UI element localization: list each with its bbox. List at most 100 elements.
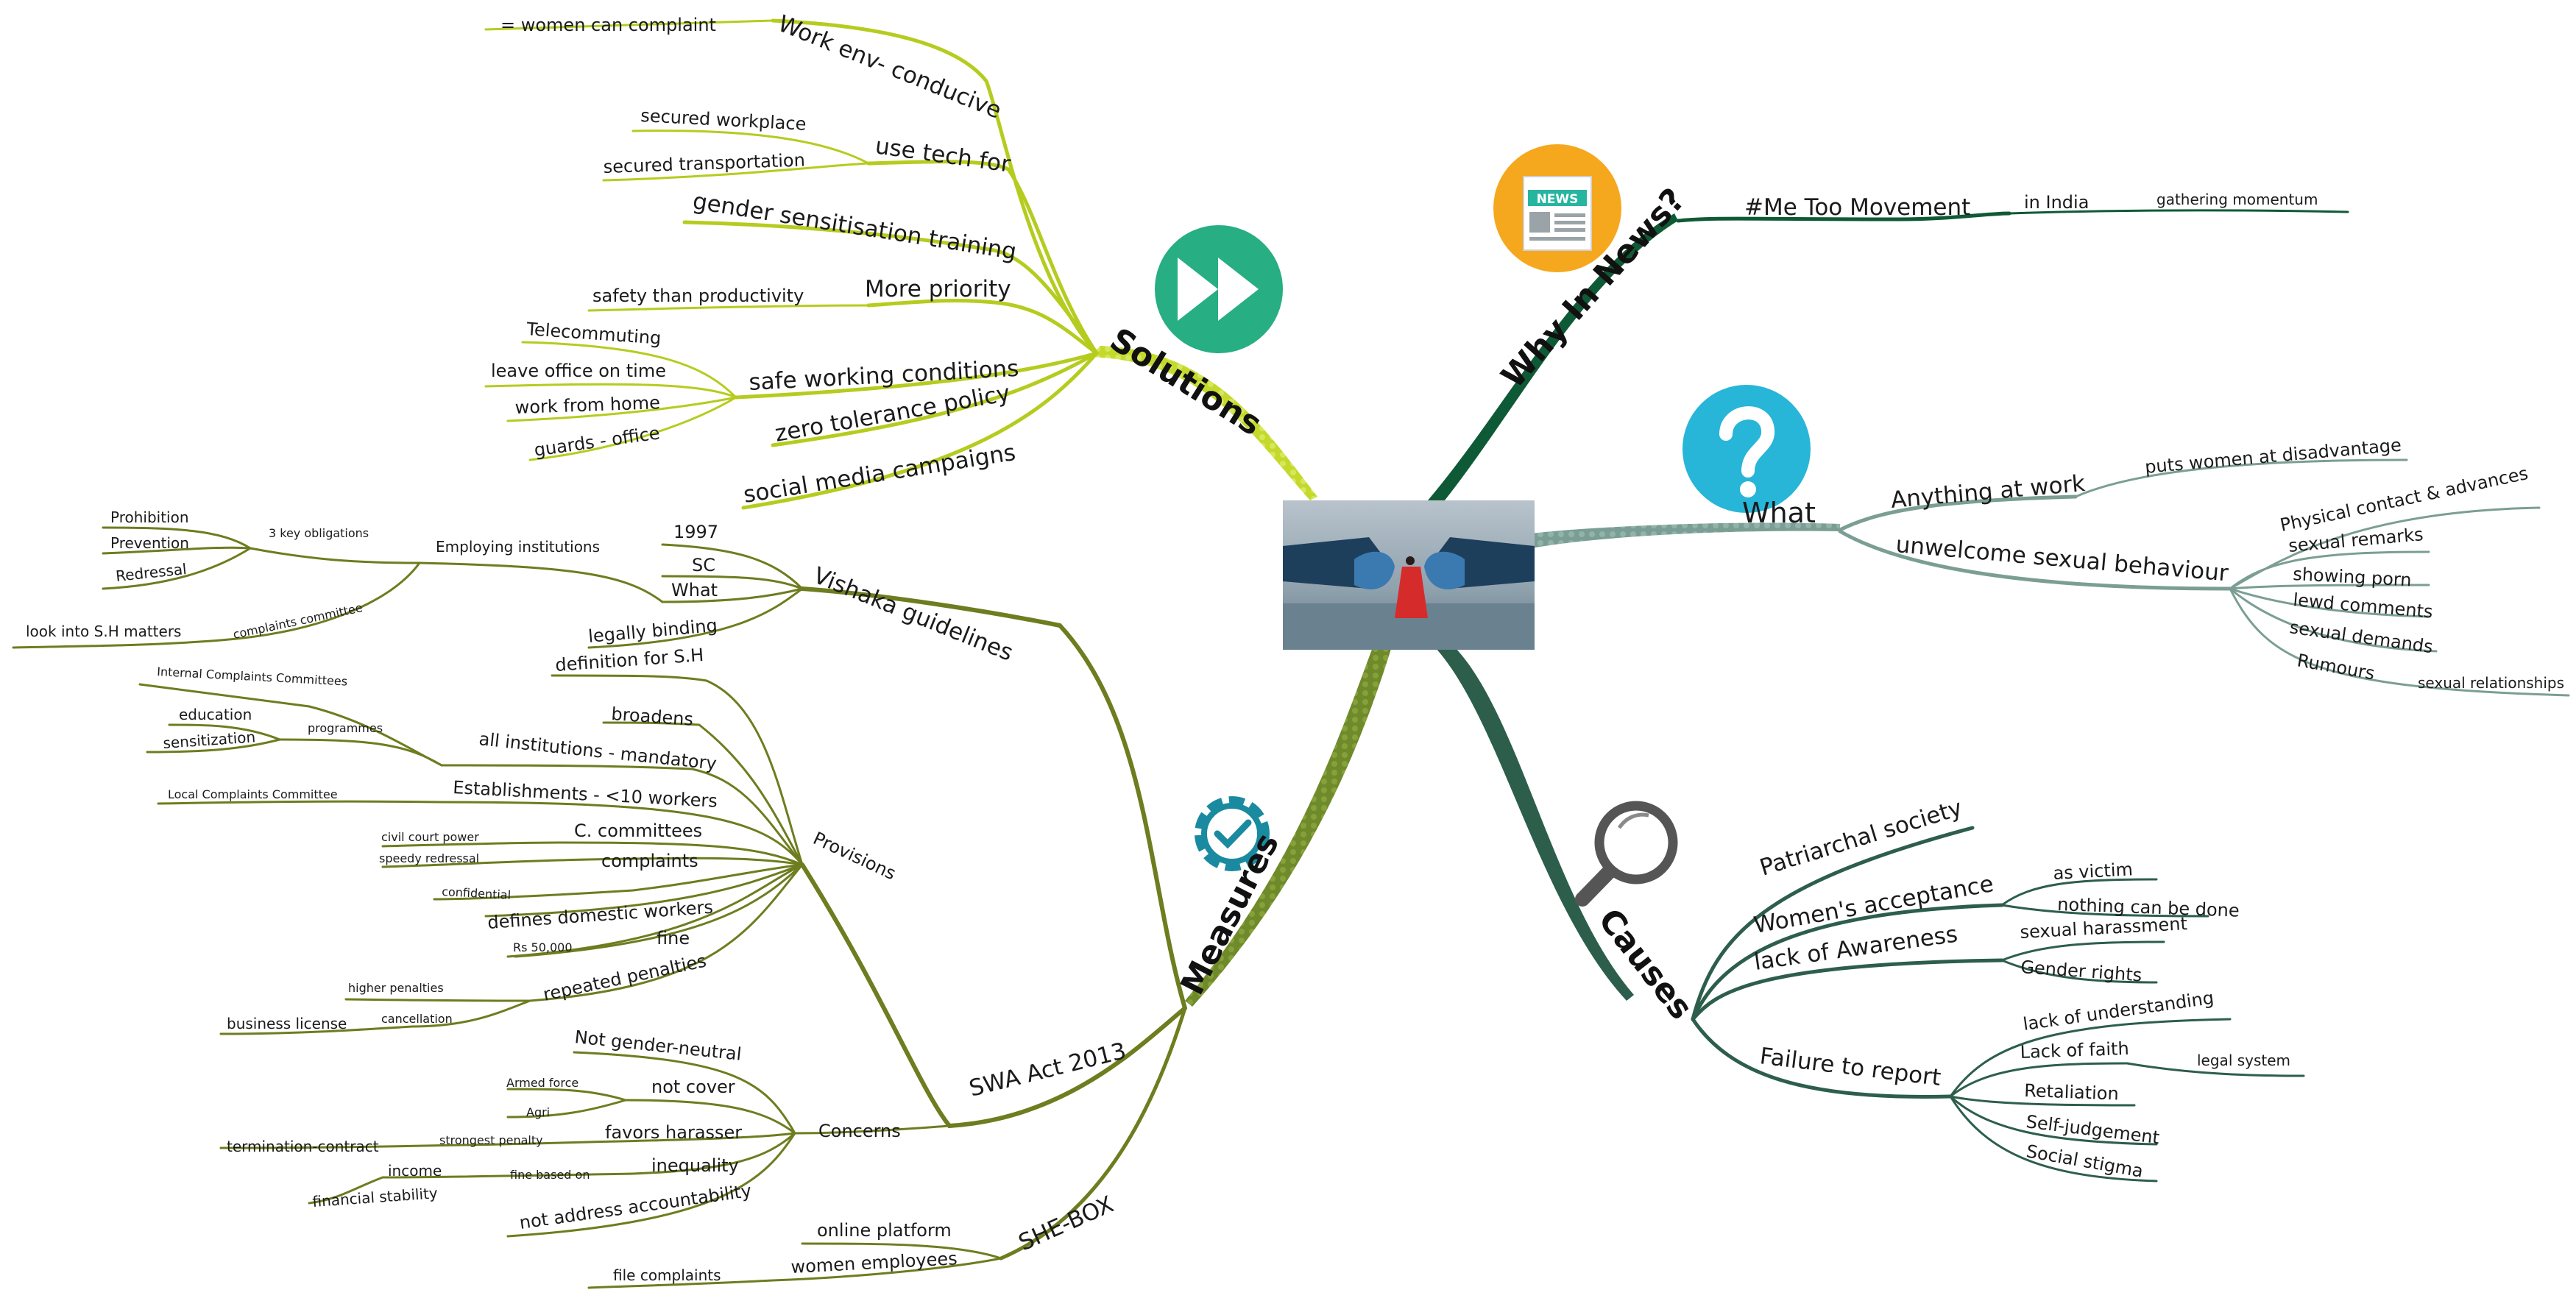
label-broadens: broadens (611, 703, 694, 730)
solutions-labels: Work env- conducive = women can complain… (491, 10, 1019, 508)
label-retaliation: Retaliation (2024, 1080, 2119, 1104)
what-labels: Anything at work puts women at disadvant… (1890, 435, 2564, 692)
label-metoo: #Me Too Movement (1744, 194, 1970, 221)
label-confidential: confidential (442, 885, 512, 902)
label-sexual-harassment: sexual harassment (2020, 913, 2188, 943)
label-as-victim: as victim (2053, 859, 2134, 884)
label-repeated: repeated penalties (541, 951, 708, 1005)
label-file-complaints: file complaints (613, 1266, 721, 1284)
label-complaints: complaints (601, 851, 698, 871)
label-legal-system: legal system (2197, 1052, 2290, 1069)
label-safety-productivity: safety than productivity (592, 286, 804, 306)
solutions-main-branch (1089, 346, 1317, 500)
label-disadvantage: puts women at disadvantage (2144, 435, 2402, 478)
magnifier-icon (1575, 801, 1678, 907)
label-termination: termination-contract (227, 1138, 379, 1155)
label-sc: SC (692, 555, 715, 575)
label-lcc: Local Complaints Committee (168, 787, 338, 801)
label-telecommuting: Telecommuting (526, 319, 662, 349)
news-icon-text: NEWS (1537, 192, 1579, 207)
label-financial: financial stability (312, 1184, 439, 1210)
label-womens-acceptance: Women's acceptance (1752, 871, 1995, 939)
news-main-branch (1428, 213, 1678, 508)
main-branches (1089, 213, 1840, 1007)
causes-labels: Patriarchal society Women's acceptance a… (1752, 795, 2290, 1182)
label-higher: higher penalties (348, 981, 444, 995)
label-use-tech: use tech for (874, 132, 1013, 177)
label-armed: Armed force (506, 1076, 578, 1090)
label-license: business license (227, 1015, 347, 1032)
label-unwelcome: unwelcome sexual behaviour (1894, 531, 2229, 586)
causes-branches (1691, 826, 2305, 1183)
label-what: What (671, 580, 718, 600)
label-social-media: social media campaigns (742, 439, 1018, 508)
center-image (1283, 500, 1535, 650)
label-prohibition: Prohibition (110, 508, 189, 526)
label-civil-court: civil court power (381, 830, 479, 844)
label-income: income (388, 1162, 442, 1180)
label-definition: definition for S.H (554, 645, 704, 676)
what-branches (1838, 458, 2570, 697)
label-lewd-comments: lewd comments (2292, 589, 2433, 622)
label-prevention: Prevention (110, 534, 189, 552)
measures-title: Measures (1173, 827, 1287, 1001)
label-physical: Physical contact & advances (2278, 463, 2530, 536)
label-guards: guards - office (533, 422, 661, 461)
label-agri: Agri (526, 1105, 550, 1119)
what-main-branch (1531, 522, 1840, 548)
label-gathering-momentum: gathering momentum (2156, 191, 2318, 208)
label-online-platform: online platform (817, 1220, 952, 1241)
news-labels: #Me Too Movement in India gathering mome… (1744, 191, 2318, 221)
label-provisions: Provisions (810, 828, 899, 884)
newspaper-icon: NEWS (1493, 144, 1621, 272)
label-gender-training: gender sensitisation training (691, 188, 1019, 265)
solutions-branches (484, 18, 1099, 510)
label-fine-based: fine based on (510, 1168, 590, 1182)
label-sensitization: sensitization (163, 728, 256, 752)
gear-check-icon (1195, 796, 1270, 871)
label-employing: Employing institutions (436, 538, 600, 556)
label-inequality: inequality (651, 1155, 739, 1176)
label-programmes: programmes (308, 721, 383, 735)
question-mark-icon (1682, 385, 1811, 513)
measures-branches (12, 526, 1187, 1289)
label-gender-rights: Gender rights (2020, 957, 2143, 985)
label-complaints-committee: complaints committee (232, 600, 364, 642)
label-secured-transportation: secured transportation (603, 149, 805, 177)
label-not-cover: not cover (651, 1077, 735, 1097)
label-lack-understanding: lack of understanding (2022, 988, 2215, 1035)
news-branches (1676, 209, 2349, 223)
label-concerns: Concerns (818, 1121, 901, 1141)
label-anything-at-work: Anything at work (1890, 470, 2087, 514)
label-education: education (179, 706, 252, 723)
label-establishments: Establishments - <10 workers (453, 777, 718, 812)
label-rumours: Rumours (2296, 650, 2377, 684)
label-icc: Internal Complaints Committees (157, 664, 348, 689)
measures-main-branch (1185, 648, 1391, 1007)
label-fine: fine (657, 928, 690, 949)
what-title: What (1742, 497, 1816, 529)
label-accountability: not address accountability (518, 1180, 753, 1233)
label-rs: Rs 50,000 (513, 940, 573, 954)
label-look-into: look into S.H matters (26, 623, 181, 640)
label-more-priority: More priority (865, 276, 1011, 302)
label-leave-office: leave office on time (491, 361, 666, 381)
label-c-committees: C. committees (574, 820, 702, 841)
fast-forward-icon (1155, 225, 1283, 353)
label-vishaka: Vishaka guidelines (810, 562, 1016, 667)
label-women-can-complaint: = women can complaint (500, 15, 716, 35)
label-women-employees: women employees (790, 1248, 958, 1277)
label-failure-report: Failure to report (1758, 1043, 1942, 1091)
label-sexual-relationships: sexual relationships (2418, 674, 2564, 692)
label-lack-faith: Lack of faith (2020, 1038, 2129, 1063)
label-self-judgement: Self-judgement (2025, 1111, 2160, 1148)
label-speedy: speedy redressal (379, 851, 479, 865)
label-in-india: in India (2024, 192, 2089, 213)
label-favors: favors harasser (605, 1122, 742, 1143)
causes-main-branch (1435, 646, 1634, 1001)
measures-labels: Vishaka guidelines 1997 SC What legally … (26, 508, 1129, 1284)
label-cancellation: cancellation (381, 1012, 453, 1026)
label-1997: 1997 (673, 522, 718, 542)
label-she-box: SHE-BOX (1015, 1191, 1118, 1257)
